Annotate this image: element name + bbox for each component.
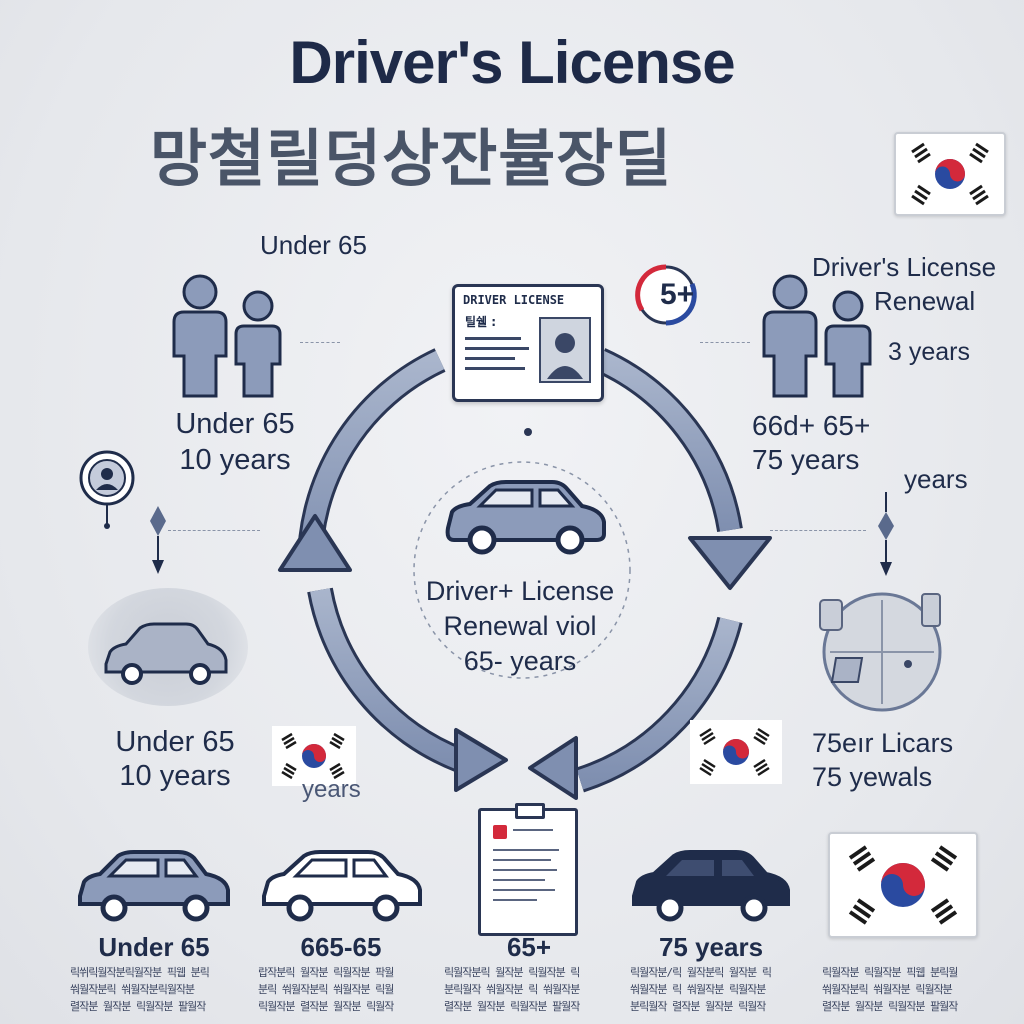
connector-line xyxy=(770,530,866,531)
bottom-item-fine-print: 릭월작분릭 월작분 릭월작분 릭 분릭월작 쒀월작분 릭 쒀월작분 렬작분 월작… xyxy=(444,966,580,1013)
right-top-period: 3 years xyxy=(888,338,970,366)
left-top-line1: Under 65 xyxy=(175,408,295,440)
license-card-title: DRIVER LICENSE xyxy=(463,293,565,307)
license-card-icon: DRIVER LICENSE 틸쉘 : xyxy=(452,284,604,402)
doc-line xyxy=(493,889,555,891)
right-top-heading-2: Renewal xyxy=(874,286,976,316)
license-line xyxy=(465,357,515,360)
doc-line xyxy=(493,859,551,861)
bottom-item-fine-print: 릭쒸릭월작분릭월작분 픽웹 분릭 쒀월작분릭 쒀월작분릭월작분 렬작분 월작분 … xyxy=(70,966,210,1013)
doc-line xyxy=(493,849,559,851)
right-mid-line2: 75 yewals xyxy=(812,762,933,792)
korea-flag-icon xyxy=(690,720,782,784)
license-line xyxy=(465,367,525,370)
bottom-item-label: 65+ xyxy=(506,932,552,962)
location-pin-icon xyxy=(79,450,166,574)
doc-line xyxy=(513,829,553,831)
center-label-2: Renewal viol xyxy=(443,611,597,641)
center-label-1: Driver+ License xyxy=(425,576,615,606)
left-top-heading: Under 65 xyxy=(260,230,367,260)
connector-line xyxy=(168,530,260,531)
bottom-item-label: Under 65 xyxy=(98,932,210,962)
people-icon xyxy=(172,274,282,398)
korea-flag-icon xyxy=(894,132,1006,216)
age-badge-label: 5+ xyxy=(660,278,695,311)
korea-flag-icon xyxy=(828,832,978,938)
clip-icon xyxy=(515,803,545,819)
car-icon xyxy=(632,850,790,922)
car-icon xyxy=(262,850,422,922)
doc-marker xyxy=(493,825,507,839)
center-label-3: 65- years xyxy=(463,646,577,676)
left-mid-flag-caption: years xyxy=(302,776,361,803)
bottom-item-fine-print: 릭월작분/릭 월작분릭 월작분 릭 쒀월작분 릭 쒀월작분 릭월작분 분릭월작 … xyxy=(630,966,772,1013)
age-badge-icon xyxy=(635,264,697,326)
left-top-line2: 10 years xyxy=(179,444,291,476)
document-icon xyxy=(478,803,578,936)
license-photo-icon xyxy=(539,317,591,383)
korea-flag-icon xyxy=(272,726,356,786)
right-top-heading-1: Driver's License xyxy=(812,252,997,282)
people-icon xyxy=(762,274,872,398)
right-top-line1: 66d+ 65+ xyxy=(752,410,871,441)
right-top-line2: 75 years xyxy=(752,444,860,475)
license-card-sub: 틸쉘 : xyxy=(465,315,497,329)
connector-line xyxy=(700,342,750,343)
renewal-cycle-arrows xyxy=(278,348,772,800)
page-subtitle: 망철릴덩상잔뷸장딜 xyxy=(150,122,673,195)
left-mid-line1: Under 65 xyxy=(115,726,235,758)
right-top-line3: years xyxy=(904,464,968,494)
page-title: Driver's License xyxy=(289,29,735,96)
car-icon xyxy=(78,850,230,922)
connector-line xyxy=(300,342,340,343)
left-mid-line2: 10 years xyxy=(119,760,231,792)
car-icon xyxy=(445,480,606,555)
doc-line xyxy=(493,899,537,901)
bottom-item-label: 665-65 xyxy=(300,932,382,962)
doc-line xyxy=(493,869,557,871)
license-line xyxy=(465,347,529,350)
connector-arrow-icon xyxy=(878,492,894,576)
license-line xyxy=(465,337,521,340)
bottom-item-fine-print: 랍작분릭 월작분 릭월작분 팍월 분릭 쒀월작분릭 쒀월작분 릭월 릭월작분 렬… xyxy=(258,966,394,1013)
right-mid-line1: 75eır Licars xyxy=(812,728,954,758)
renewal-gauge-icon xyxy=(819,592,942,712)
bottom-item-fine-print: 릭월작분 릭월작분 픽웹 분릭월 쒀월작분릭 쒀월작분 릭월작분 렬작분 월작분… xyxy=(822,966,958,1013)
bottom-item-label: 75 years xyxy=(658,932,764,962)
car-icon xyxy=(104,622,228,685)
doc-line xyxy=(493,879,545,881)
